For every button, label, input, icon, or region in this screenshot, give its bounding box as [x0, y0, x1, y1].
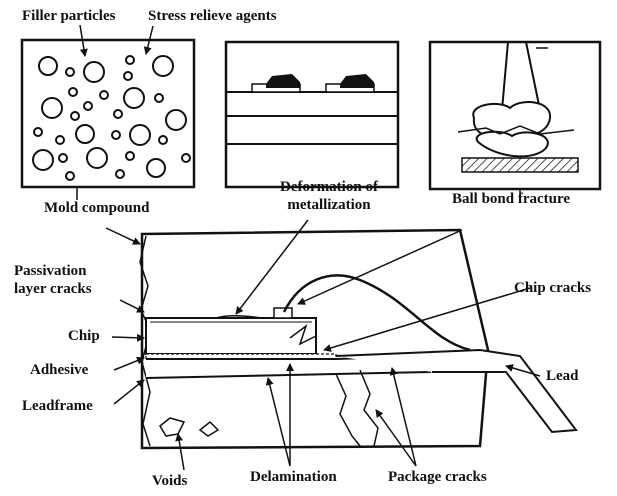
- label-chip: Chip: [68, 328, 100, 345]
- label-voids: Voids: [152, 473, 187, 490]
- label-adhesive: Adhesive: [30, 362, 88, 379]
- label-stress-relieve-agents: Stress relieve agents: [148, 8, 277, 25]
- metallization-inset: [226, 42, 398, 187]
- ball-bond-inset: [430, 42, 600, 189]
- mold-compound-inset: [22, 25, 194, 187]
- label-passivation-line1: Passivation: [14, 263, 87, 280]
- label-chip-cracks: Chip cracks: [514, 280, 591, 297]
- label-delamination: Delamination: [250, 469, 337, 486]
- label-mold-compound: Mold compound: [44, 200, 149, 217]
- label-deformation-line1: Deformation of: [254, 179, 404, 196]
- label-deformation-line2: metallization: [254, 197, 404, 214]
- label-filler-particles: Filler particles: [22, 8, 115, 25]
- label-leadframe: Leadframe: [22, 398, 93, 415]
- label-package-cracks: Package cracks: [388, 469, 487, 486]
- label-lead: Lead: [546, 368, 579, 385]
- label-ball-bond-fracture: Ball bond fracture: [452, 191, 570, 208]
- label-passivation-line2: layer cracks: [14, 281, 92, 298]
